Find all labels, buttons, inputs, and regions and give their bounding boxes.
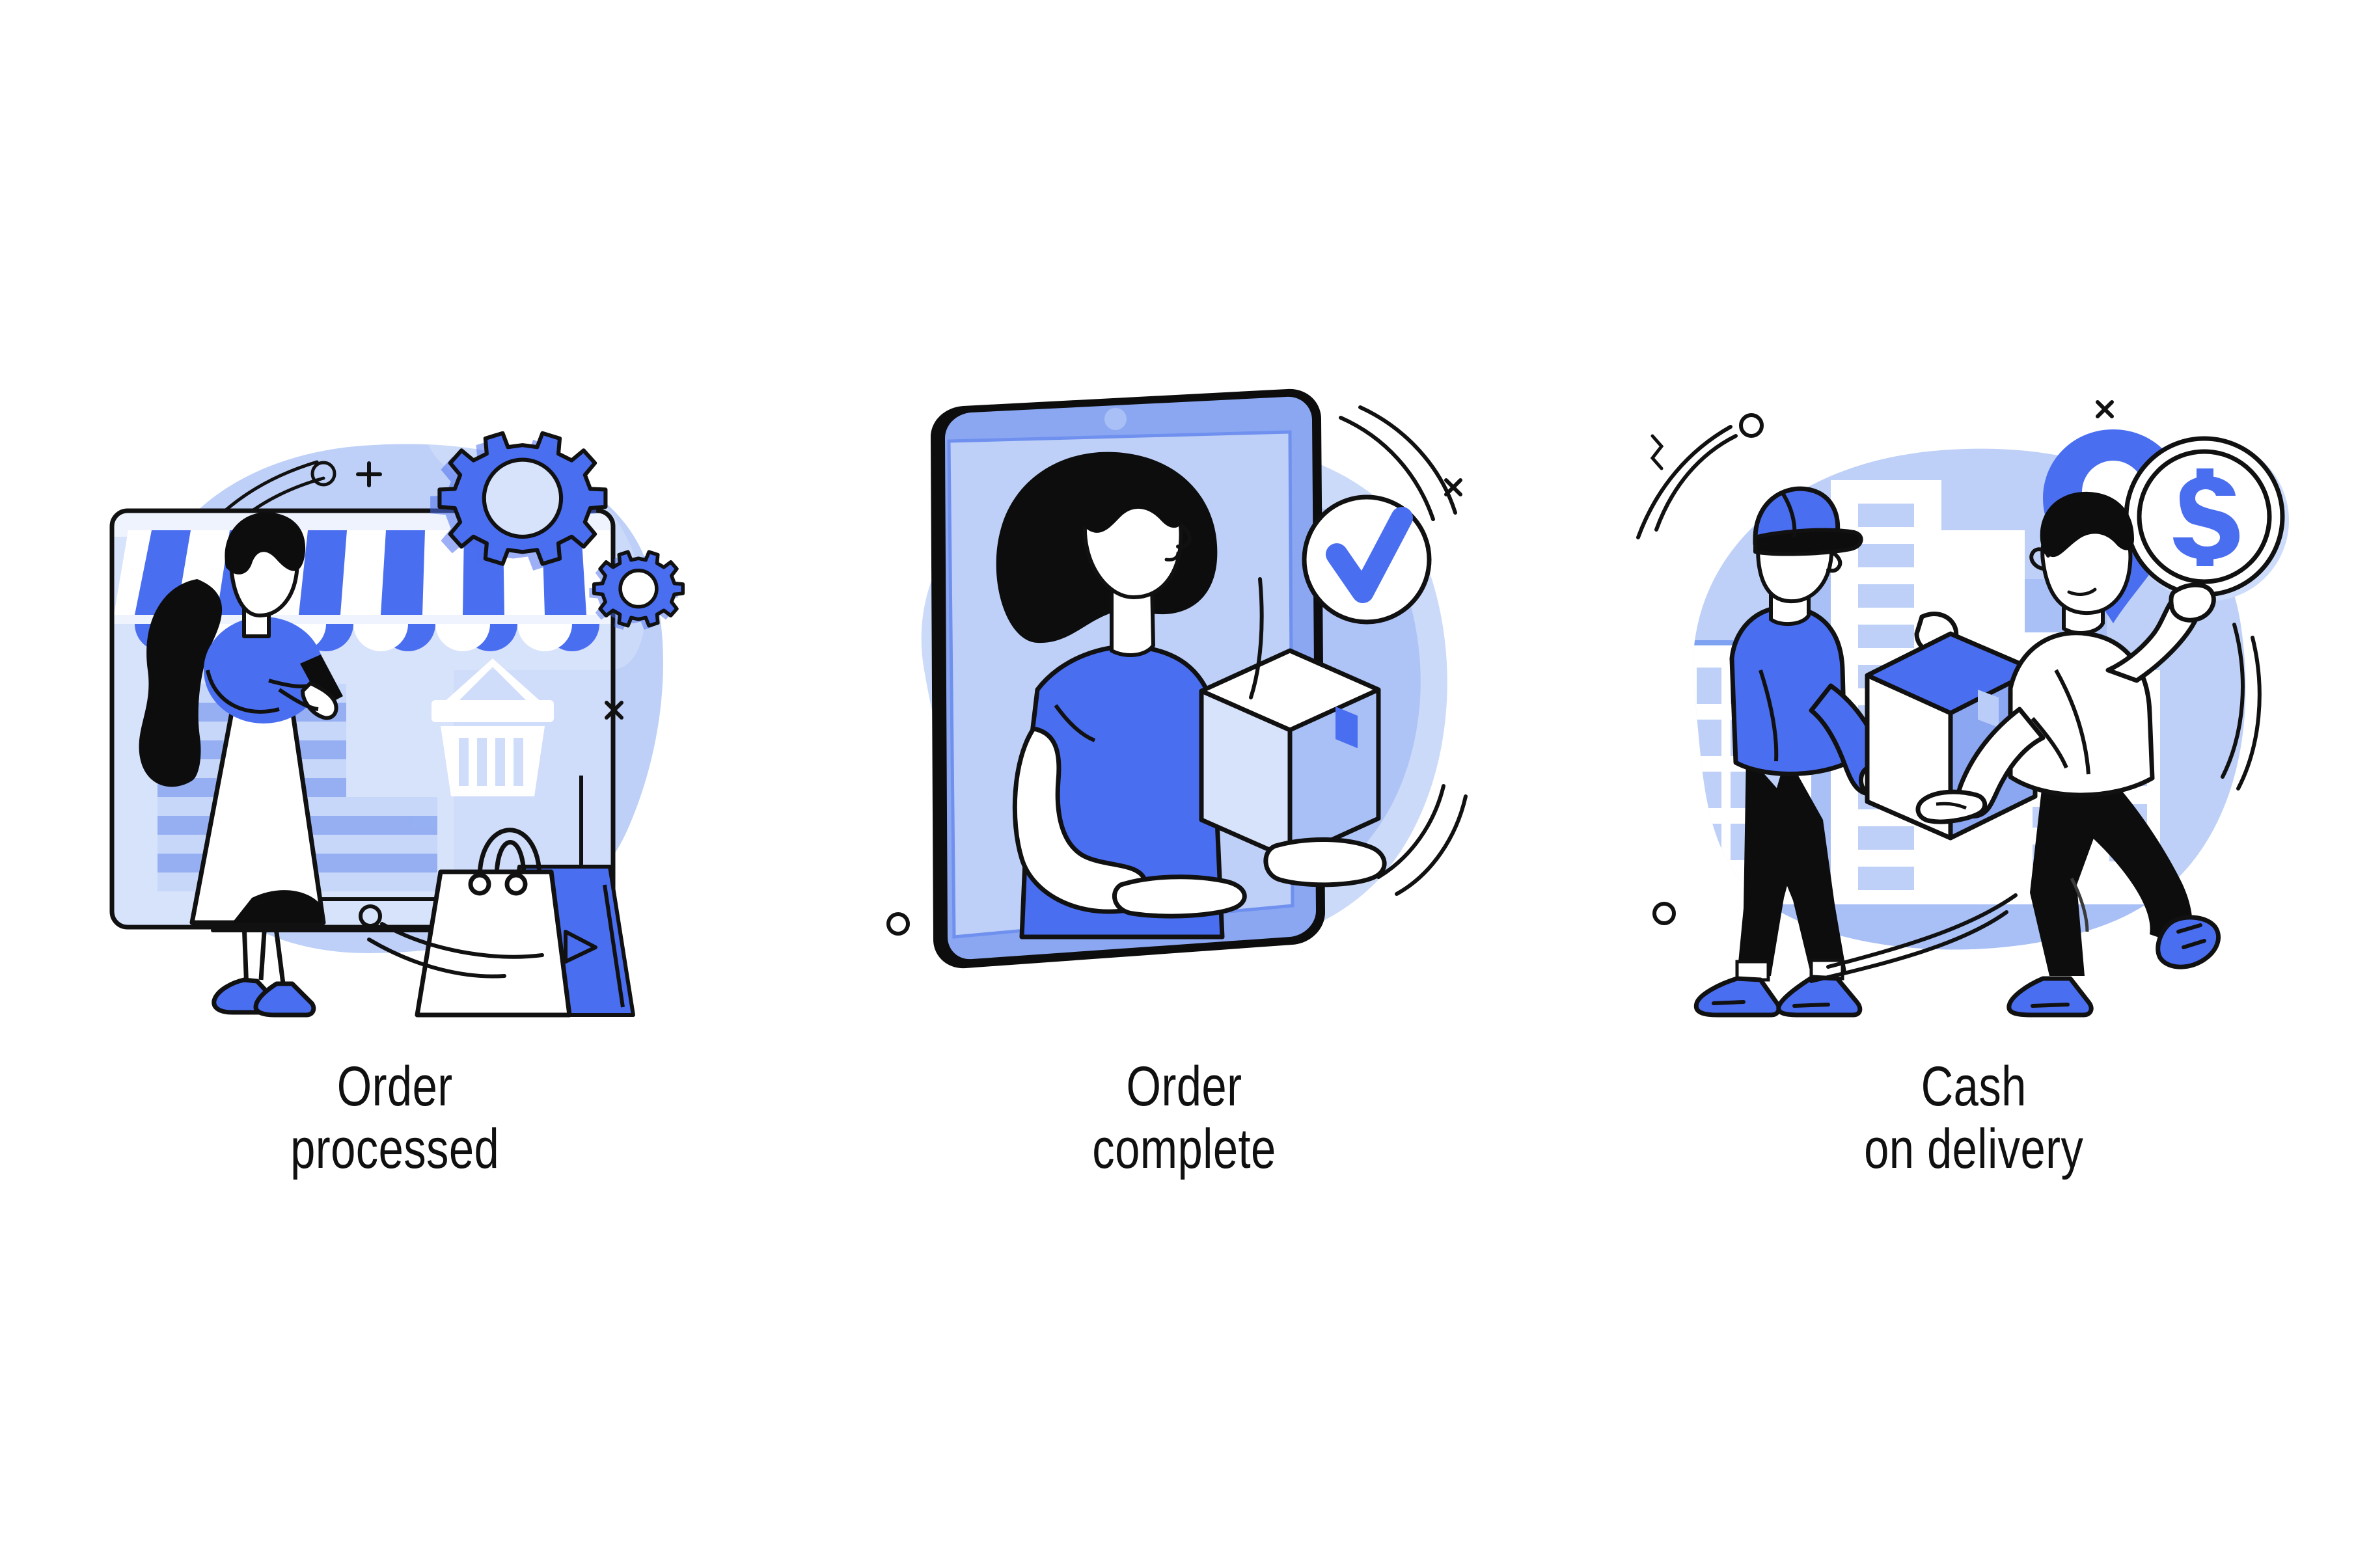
caption-line-2: on delivery bbox=[1863, 1118, 2084, 1181]
caption-line-2: complete bbox=[1092, 1118, 1276, 1181]
shoe-front bbox=[253, 981, 316, 1018]
check-badge bbox=[1302, 494, 1431, 625]
caption-line-1: Order bbox=[1126, 1055, 1242, 1118]
decor-triangle-icon bbox=[563, 930, 597, 964]
gear-medium-icon bbox=[588, 550, 685, 630]
decor-circle-bottom bbox=[358, 904, 382, 928]
panel-order-complete: Order complete bbox=[789, 364, 1579, 1275]
cardboard-box bbox=[1199, 648, 1380, 861]
caption-line-2: processed bbox=[290, 1118, 500, 1181]
caption-line-1: Cash bbox=[1921, 1055, 2027, 1118]
sparkle-cross-icon bbox=[2095, 400, 2114, 418]
basket-slots bbox=[458, 738, 523, 786]
dollar-glyph bbox=[2172, 468, 2239, 566]
gear-large-icon bbox=[430, 431, 607, 571]
illustration-order-processed bbox=[37, 364, 753, 1018]
panel-cash-on-delivery: Cash on delivery bbox=[1579, 364, 2368, 1275]
customer bbox=[1915, 491, 2221, 1018]
decor-arcs-right bbox=[2220, 623, 2262, 791]
phone-camera-icon bbox=[1104, 408, 1127, 430]
decor-circle bbox=[310, 461, 336, 487]
illustration-order-complete bbox=[827, 364, 1542, 1015]
decor-arcs-bottom bbox=[1809, 893, 2018, 983]
decor-circle bbox=[886, 912, 910, 936]
panel-row: Order processed bbox=[0, 364, 2369, 1275]
decor-circle-top bbox=[1738, 413, 1764, 438]
decor-line bbox=[1248, 577, 1264, 699]
decor-circle-bottom bbox=[1652, 902, 1676, 925]
decor-arcs-top-left bbox=[1636, 425, 1738, 539]
illustration-cash-on-delivery bbox=[1616, 364, 2332, 1018]
woman-with-phone bbox=[139, 512, 343, 1018]
decor-arcs-bottom bbox=[366, 922, 544, 979]
sparkle-cross-icon bbox=[604, 701, 623, 720]
courier-with-cap bbox=[1693, 486, 1958, 1018]
caption-order-processed: Order processed bbox=[290, 1055, 499, 1181]
decor-arcs-bottom bbox=[1376, 784, 1468, 896]
dollar-coin-icon bbox=[2124, 436, 2289, 601]
caption-cash-on-delivery: Cash on delivery bbox=[1864, 1055, 2083, 1181]
sparkle-plus-icon bbox=[355, 461, 382, 487]
decor-arcs-top bbox=[1338, 405, 1457, 521]
woman-holding-parcel bbox=[996, 452, 1247, 939]
caption-line-1: Order bbox=[336, 1055, 453, 1118]
caption-order-complete: Order complete bbox=[1092, 1055, 1276, 1181]
shopping-bag bbox=[415, 776, 635, 1018]
panel-order-processed: Order processed bbox=[0, 364, 789, 1275]
right-hand bbox=[1263, 837, 1387, 887]
